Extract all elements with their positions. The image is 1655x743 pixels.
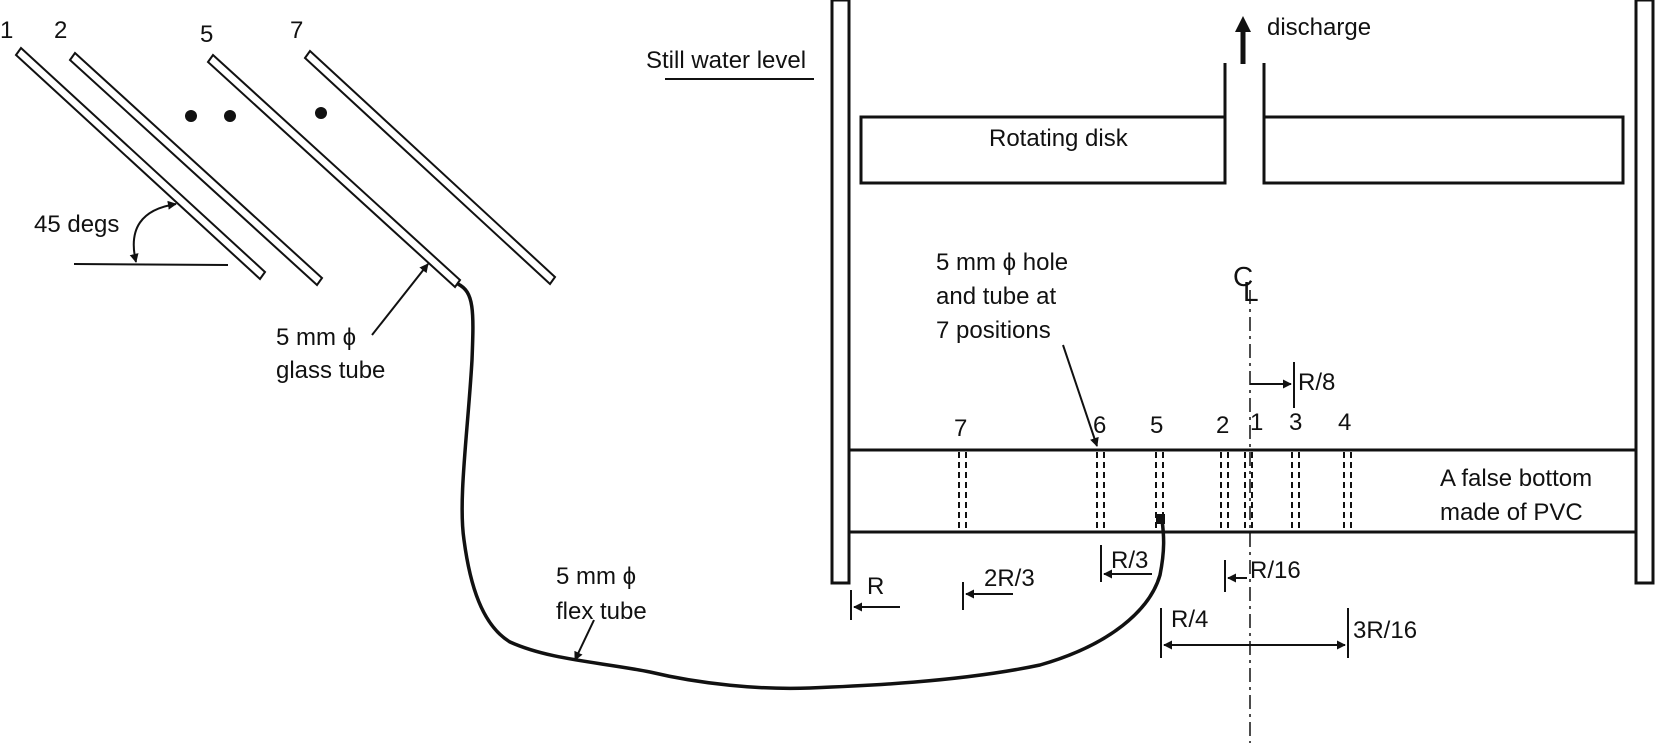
hole-position-2 [1220, 452, 1229, 530]
dim-r-label: R [867, 573, 884, 600]
inclined-manometer-tubes: 1 2 5 7 45 degs 5 mm ϕ glass tube [0, 17, 557, 384]
tank-left-wall [830, 0, 851, 585]
tank-right-wall [1634, 0, 1655, 585]
ellipsis-dot [315, 107, 327, 119]
tube-number-2: 2 [54, 17, 67, 44]
glass-tube-2 [68, 51, 324, 287]
centerline-c: C [1233, 261, 1253, 292]
angle-arc [129, 200, 177, 263]
flex-tube-pointer [574, 619, 595, 661]
ellipsis-dot [185, 110, 197, 122]
glass-tube-1 [14, 46, 267, 281]
false-bottom-label-line2: made of PVC [1440, 499, 1583, 526]
hole-pointer [1062, 344, 1099, 447]
hole-position-7 [958, 452, 967, 530]
dim-r16-label: R/16 [1250, 557, 1301, 584]
hole-position-1 [1244, 452, 1253, 530]
glass-tube-5 [206, 53, 462, 289]
flex-tube-connector [1156, 514, 1165, 524]
tank-apparatus: Still water level discharge Rotating dis… [646, 0, 1655, 743]
position-number-6: 6 [1093, 412, 1106, 439]
position-number-3: 3 [1289, 409, 1302, 436]
hole-label-line3: 7 positions [936, 317, 1051, 344]
dim-2r3-label: 2R/3 [984, 565, 1035, 592]
position-number-5: 5 [1150, 412, 1163, 439]
angle-reference-line [73, 263, 229, 266]
hole-position-3 [1291, 452, 1300, 530]
hole-position-6 [1096, 452, 1105, 530]
dim-r4-label: R/4 [1171, 606, 1208, 633]
tube-number-7: 7 [290, 17, 303, 44]
hole-position-5 [1155, 452, 1164, 530]
position-number-2: 2 [1216, 412, 1229, 439]
still-water-level-label: Still water level [646, 47, 806, 74]
tube-number-1: 1 [0, 17, 13, 44]
position-number-4: 4 [1338, 409, 1351, 436]
glass-tube-7 [303, 49, 557, 286]
glass-tube-pointer [371, 263, 429, 336]
flex-tube-label-line1: 5 mm ϕ [556, 563, 636, 590]
tube-number-5: 5 [200, 21, 213, 48]
rotating-disk-label: Rotating disk [989, 125, 1129, 152]
glass-tube-label-line1: 5 mm ϕ [276, 324, 356, 351]
dim-r8-label: R/8 [1298, 369, 1335, 396]
hole-label-line1: 5 mm ϕ hole [936, 249, 1068, 276]
dim-r3-label: R/3 [1111, 547, 1148, 574]
discharge-label: discharge [1267, 14, 1371, 41]
rotating-disk-right [1262, 115, 1625, 185]
angle-label: 45 degs [34, 211, 119, 238]
false-bottom-label-line1: A false bottom [1440, 465, 1592, 492]
rotating-disk-left [859, 115, 1227, 185]
flex-tube: 5 mm ϕ flex tube [457, 282, 1166, 691]
flex-tube-line [457, 282, 1166, 691]
flex-tube-label-line2: flex tube [556, 598, 647, 625]
ellipsis-dot [224, 110, 236, 122]
position-number-1: 1 [1250, 409, 1263, 436]
glass-tube-label-line2: glass tube [276, 357, 385, 384]
hole-position-4 [1343, 452, 1352, 530]
position-number-7: 7 [954, 415, 967, 442]
dim-3r16-label: 3R/16 [1353, 617, 1417, 644]
centerline-l: L [1243, 276, 1259, 307]
hole-label-line2: and tube at [936, 283, 1056, 310]
